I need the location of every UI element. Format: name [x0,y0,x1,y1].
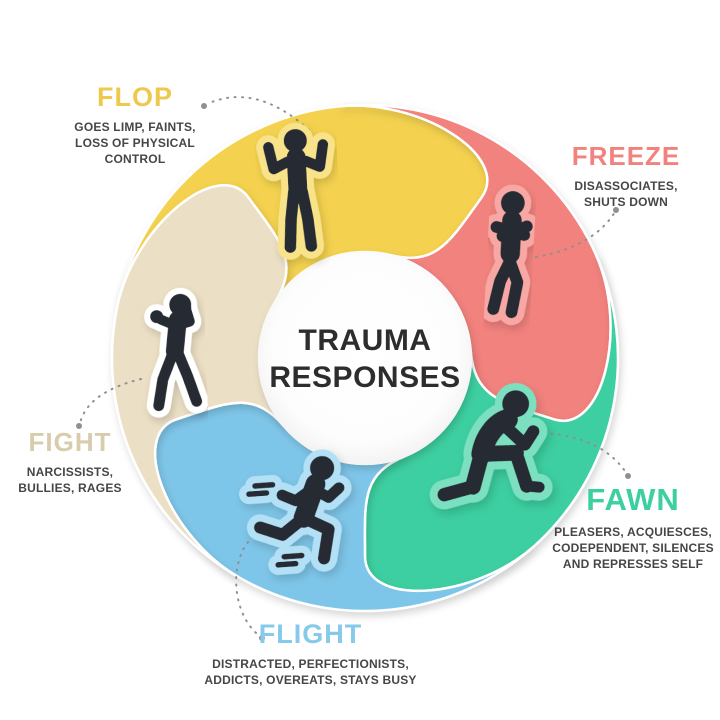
freeze-connector-dot [613,207,619,213]
flop-connector [201,96,310,131]
fight-connector [76,378,142,429]
figure-icons [144,122,553,575]
flight-label-group: FLIGHT DISTRACTED, PERFECTIONISTS,ADDICT… [193,619,428,688]
flight-title: FLIGHT [258,619,363,649]
fight-description: NARCISSISTS,BULLIES, RAGES [18,465,122,495]
fawn-connector-dot [625,473,631,479]
fight-connector-dot [76,423,82,429]
person-hugging-self-icon [480,184,540,326]
flight-connector [235,541,265,641]
person-arms-raised-icon [256,122,335,260]
flop-title: FLOP [97,82,173,112]
person-boxing-icon [144,287,209,418]
freeze-title: FREEZE [571,141,681,171]
center-hub-circle [258,251,472,465]
flop-connector-dot [201,103,207,109]
fight-label-group: FIGHT NARCISSISTS,BULLIES, RAGES [5,427,135,496]
person-running-icon [239,449,352,575]
label-connectors [76,96,631,641]
fight-title: FIGHT [28,427,112,457]
flight-connector-dot [259,635,265,641]
fawn-connector [543,432,631,479]
fawn-title: FAWN [586,482,680,517]
freeze-label-group: FREEZE DISASSOCIATES,SHUTS DOWN [545,141,707,210]
flight-description: DISTRACTED, PERFECTIONISTS,ADDICTS, OVER… [204,657,417,687]
freeze-description: DISASSOCIATES,SHUTS DOWN [574,179,678,209]
freeze-connector [535,207,619,258]
fawn-label-group: FAWN PLEASERS, ACQUIESCES,CODEPENDENT, S… [548,482,718,572]
fawn-description: PLEASERS, ACQUIESCES,CODEPENDENT, SILENC… [552,525,714,571]
person-kneeling-icon [429,383,553,510]
